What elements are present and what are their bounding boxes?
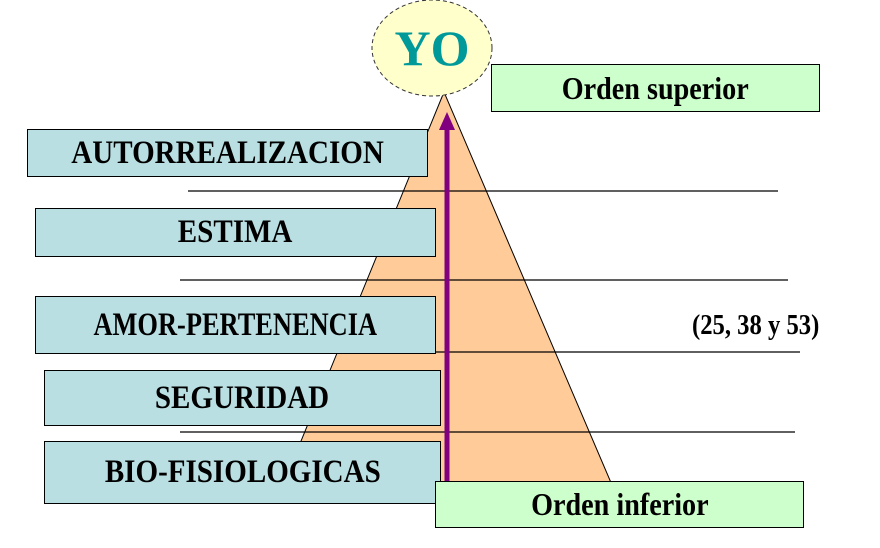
yo-ellipse xyxy=(371,0,493,97)
order-superior-label: Orden superior xyxy=(562,69,749,106)
level-box-seguridad: SEGURIDAD xyxy=(44,370,441,426)
level-label: AUTORREALIZACION xyxy=(71,134,384,171)
level-box-amor-pertenencia: AMOR-PERTENENCIA xyxy=(35,296,436,354)
level-box-estima: ESTIMA xyxy=(35,208,436,257)
order-inferior-label: Orden inferior xyxy=(530,486,709,522)
yo-label: YO xyxy=(394,20,470,76)
level-box-bio-fisiologicas: BIO-FISIOLOGICAS xyxy=(44,441,441,504)
level-box-autorrealizacion: AUTORREALIZACION xyxy=(27,129,428,177)
level-label: BIO-FISIOLOGICAS xyxy=(104,454,381,490)
level-label: AMOR-PERTENENCIA xyxy=(93,306,378,343)
level-label: ESTIMA xyxy=(178,214,293,250)
order-superior-box: Orden superior xyxy=(491,64,820,112)
order-inferior-box: Orden inferior xyxy=(435,481,804,528)
references-text: (25, 38 y 53) xyxy=(692,310,837,342)
arrow-up-icon xyxy=(439,112,455,130)
level-label: SEGURIDAD xyxy=(155,379,330,416)
references-label: (25, 38 y 53) xyxy=(692,310,820,341)
